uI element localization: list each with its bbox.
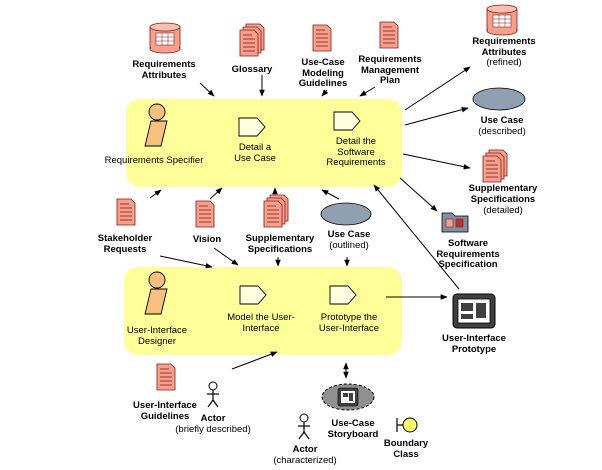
actor-briefly-described-icon — [206, 381, 220, 408]
supplementary-specifications-detailed-icon — [483, 150, 507, 182]
stakeholder-requests-label: Stakeholder Requests — [97, 233, 153, 255]
use-case-storyboard-icon — [321, 383, 375, 411]
ui-guidelines-label: User-Interface Guidelines — [133, 400, 197, 422]
use-case-modeling-guidelines-icon — [312, 24, 332, 52]
requirements-management-plan-icon — [379, 21, 399, 49]
flow-arrows — [149, 66, 471, 379]
supplementary-specifications-detailed-label: Supplementary Specifications — [468, 183, 538, 205]
boundary-class-icon — [396, 417, 418, 433]
glossary-icon — [240, 24, 264, 56]
actor-characterized-state: (characterized) — [273, 455, 337, 466]
vision-label: Vision — [192, 234, 222, 245]
ui-prototype-icon — [452, 293, 496, 329]
supplementary-specifications-detailed-state: (detailed) — [483, 205, 523, 216]
use-case-described-icon — [472, 87, 526, 111]
srs-folder-icon — [441, 212, 469, 233]
requirements-attributes-refined-state: (refined) — [486, 57, 522, 68]
requirements-management-plan-label: Requirements Management Plan — [358, 54, 422, 86]
detail-software-requirements-label: Detail the Software Requirements — [326, 136, 386, 168]
boundary-class-label: Boundary Class — [383, 438, 429, 460]
stakeholder-requests-icon — [116, 198, 136, 226]
vision-icon — [195, 200, 215, 228]
actor-briefly-described-state: (briefly described) — [175, 424, 251, 435]
requirements-attributes-refined-label: Requirements Attributes — [472, 36, 536, 58]
requirements-specifier-label: Requirements Specifier — [104, 155, 204, 166]
ui-prototype-label: User-Interface Prototype — [442, 333, 506, 355]
actor-characterized-icon — [297, 413, 311, 440]
glossary-label: Glossary — [231, 64, 273, 75]
requirements-attributes-label: Requirements Attributes — [132, 59, 196, 81]
use-case-modeling-guidelines-label: Use-Case Modeling Guidelines — [298, 57, 348, 89]
prototype-ui-label: Prototype the User-Interface — [318, 312, 380, 334]
ui-designer-label: User-Interface Designer — [126, 325, 188, 347]
model-ui-label: Model the User-Interface — [227, 312, 295, 334]
requirements-attributes-refined-icon — [486, 4, 518, 36]
use-case-outlined-icon — [320, 202, 372, 226]
top-panel — [126, 99, 402, 187]
requirements-attributes-icon — [149, 22, 181, 54]
actor-characterized-label: Actor — [292, 444, 318, 455]
storyboard-label: Use-Case Storyboard — [327, 418, 379, 440]
use-case-described-state: (described) — [478, 126, 526, 137]
actor-briefly-described-label: Actor — [200, 413, 226, 424]
use-case-described-label: Use Case — [480, 115, 524, 126]
detail-use-case-label: Detail a Use Case — [234, 142, 276, 164]
ui-guidelines-icon — [156, 363, 176, 391]
use-case-outlined-label: Use Case — [327, 229, 371, 240]
srs-label: Software Requirements Specification — [436, 238, 500, 270]
supplementary-specifications-icon — [264, 195, 288, 227]
use-case-outlined-state: (outlined) — [329, 240, 369, 251]
supplementary-specifications-label: Supplementary Specifications — [245, 233, 315, 255]
